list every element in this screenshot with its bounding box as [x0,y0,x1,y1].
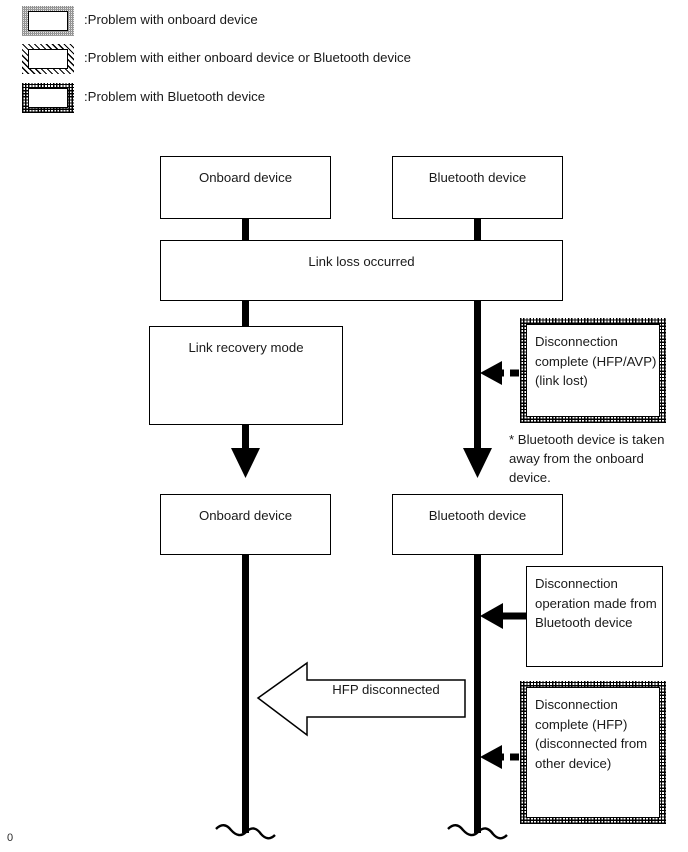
footnote-bluetooth-taken-away: * Bluetooth device is taken away from th… [509,430,688,487]
arrowhead-bluetooth-down [463,448,492,478]
lifeline-onboard-mid [242,300,249,327]
node-link-loss-occurred: Link loss occurred [160,240,563,301]
arrow-link-lost-to-lifeline [480,361,519,385]
page-number: 0 [7,832,14,844]
node-label: Link recovery mode [188,340,304,355]
legend-swatch-onboard [22,6,74,36]
node-link-recovery-mode: Link recovery mode [149,326,343,425]
block-arrow-hfp-disconnected [256,661,466,737]
note-line-3: (disconnected from [535,736,648,751]
arrowhead-onboard-down [231,448,260,478]
node-label: Onboard device [198,508,293,523]
legend-label-either: :Problem with either onboard device or B… [84,50,411,65]
note-line-2: complete (HFP/AVP) [535,353,657,369]
arrowhead [480,745,502,769]
note-line-1: Disconnection [535,697,618,712]
legend-swatch-inner [28,49,68,69]
node-onboard-device-top: Onboard device [160,156,331,219]
node-label: Onboard device [198,170,293,185]
node-bluetooth-device-bottom: Bluetooth device [392,494,563,555]
node-label: Link loss occurred [308,254,415,269]
legend-item-either: :Problem with either onboard device or B… [0,44,688,78]
lifeline-bluetooth-mid [474,300,481,450]
node-label: Bluetooth device [428,170,527,185]
footnote-line-2: away from the onboard device. [509,451,644,485]
block-arrow-label-hfp-disconnected: HFP disconnected [332,682,440,697]
lifeline-onboard-top [242,219,249,241]
legend-label-bluetooth: :Problem with Bluetooth device [84,89,266,104]
note-line-1: Disconnection [535,576,618,591]
arrowhead [480,361,502,385]
legend-item-bluetooth: :Problem with Bluetooth device [0,83,688,117]
legend-swatch-either [22,44,74,74]
node-bluetooth-device-top: Bluetooth device [392,156,563,219]
note-wrapper-link-lost: Disconnection complete (HFP/AVP) (link l… [520,318,666,423]
node-onboard-device-bottom: Onboard device [160,494,331,555]
note-line-2: operation made from [535,595,657,611]
arrow-hfp-complete-to-lifeline [480,745,519,769]
node-label: Bluetooth device [428,508,527,523]
arrow-disconnect-op-to-lifeline [480,603,527,629]
note-line-1: Disconnection [535,334,618,349]
lifeline-bluetooth-bottom [474,555,481,833]
note-line-3: Bluetooth device [535,615,633,630]
note-line-3: (link lost) [535,373,588,388]
note-disconnection-complete-link-lost: Disconnection complete (HFP/AVP) (link l… [526,324,660,417]
legend-swatch-bluetooth [22,83,74,113]
note-line-4: other device) [535,755,612,771]
note-disconnection-operation: Disconnection operation made from Blueto… [526,566,663,667]
note-disconnection-complete-hfp: Disconnection complete (HFP) (disconnect… [526,687,660,818]
lifeline-bluetooth-top [474,219,481,241]
arrowhead [480,603,503,629]
note-line-2: complete (HFP) [535,716,628,732]
note-wrapper-hfp-complete: Disconnection complete (HFP) (disconnect… [520,681,666,824]
lifeline-onboard-lower [242,425,249,450]
legend-swatch-inner [28,11,68,31]
legend-label-onboard: :Problem with onboard device [84,12,258,27]
footnote-line-1: * Bluetooth device is taken [509,432,665,447]
legend-swatch-inner [28,88,68,108]
legend-item-onboard: :Problem with onboard device [0,6,688,40]
lifeline-onboard-bottom [242,555,249,833]
